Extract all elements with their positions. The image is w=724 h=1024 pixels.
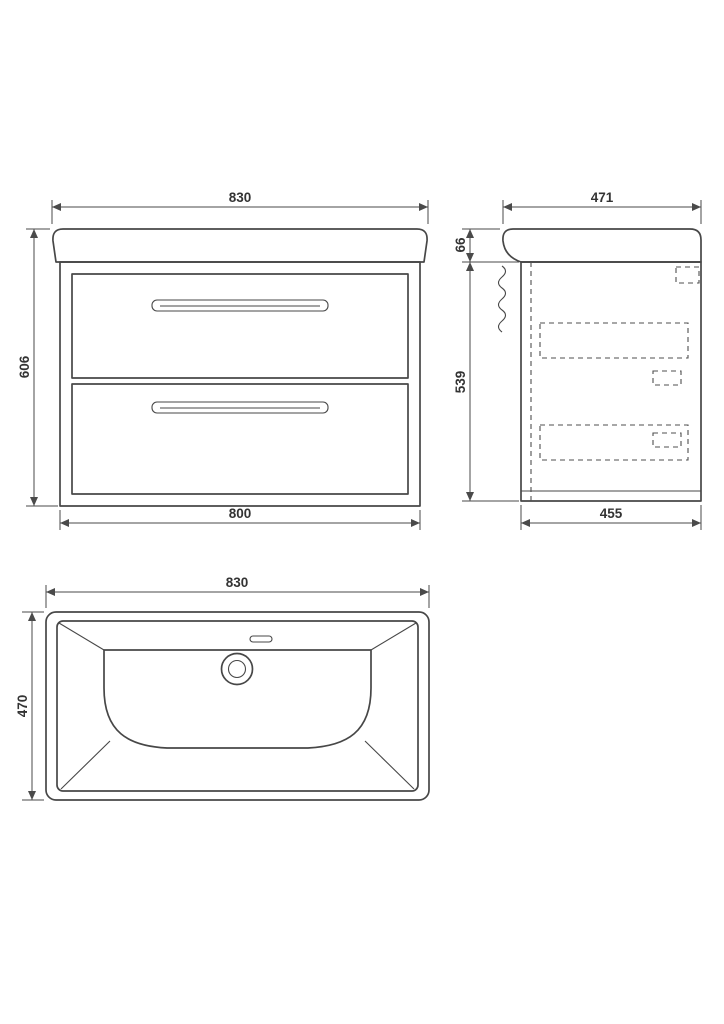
drain	[220, 652, 254, 686]
plan-width-label: 830	[226, 575, 249, 590]
front-width-bottom-label: 800	[229, 506, 252, 521]
drain-outer-circle	[220, 652, 254, 686]
side-cabinet-height-dimension: 539	[453, 262, 519, 502]
bowl-floor-outline	[103, 649, 372, 749]
front-view: 830 606 800	[17, 190, 429, 530]
wall-bracket-squiggle	[497, 265, 507, 333]
drawer-handle-bottom	[151, 401, 329, 414]
drawer-front-top	[71, 273, 409, 379]
cabinet-side-outline	[520, 261, 702, 502]
drawer-runner-hidden	[652, 370, 682, 386]
bowl-corner-line	[58, 622, 105, 651]
side-cabinet-height-label: 539	[453, 371, 468, 394]
bowl-corner-line	[370, 622, 417, 651]
front-height-dimension: 606	[17, 228, 58, 507]
mounting-bracket-hidden	[675, 266, 700, 284]
side-basin-height-dimension: 66	[453, 228, 519, 263]
side-depth-bottom-label: 455	[600, 506, 623, 521]
bowl-corner-line	[364, 740, 415, 790]
plan-width-dimension: 830	[45, 575, 430, 608]
front-width-top-dimension: 830	[51, 190, 429, 224]
drawer-box-top-hidden	[539, 322, 689, 359]
drawer-runner-hidden	[652, 432, 682, 448]
side-basin-height-label: 66	[453, 237, 468, 253]
handle-bar	[151, 299, 329, 312]
basin-outer-rim	[45, 611, 430, 801]
drain-inner-circle	[227, 659, 247, 679]
cabinet-front-outline	[59, 261, 421, 507]
front-height-label: 606	[17, 355, 32, 378]
bowl-corner-line	[60, 740, 111, 790]
drawer-box-bottom-hidden	[539, 424, 689, 461]
plan-depth-label: 470	[15, 695, 30, 718]
front-width-top-label: 830	[229, 190, 252, 205]
side-view: 471 66 539	[453, 190, 702, 530]
front-width-bottom-dimension: 800	[59, 506, 421, 530]
drawer-front-bottom	[71, 383, 409, 495]
side-depth-top-dimension: 471	[502, 190, 702, 224]
overflow-slot	[249, 635, 273, 643]
plan-view: 830 470	[15, 575, 430, 801]
basin-front-profile	[52, 228, 428, 263]
side-depth-bottom-dimension: 455	[520, 505, 702, 530]
basin-side-profile	[502, 228, 702, 263]
plan-depth-dimension: 470	[15, 611, 44, 801]
basin-inner-rim	[56, 620, 419, 792]
handle-bar	[151, 401, 329, 414]
side-depth-top-label: 471	[591, 190, 614, 205]
drawer-handle-top	[151, 299, 329, 312]
